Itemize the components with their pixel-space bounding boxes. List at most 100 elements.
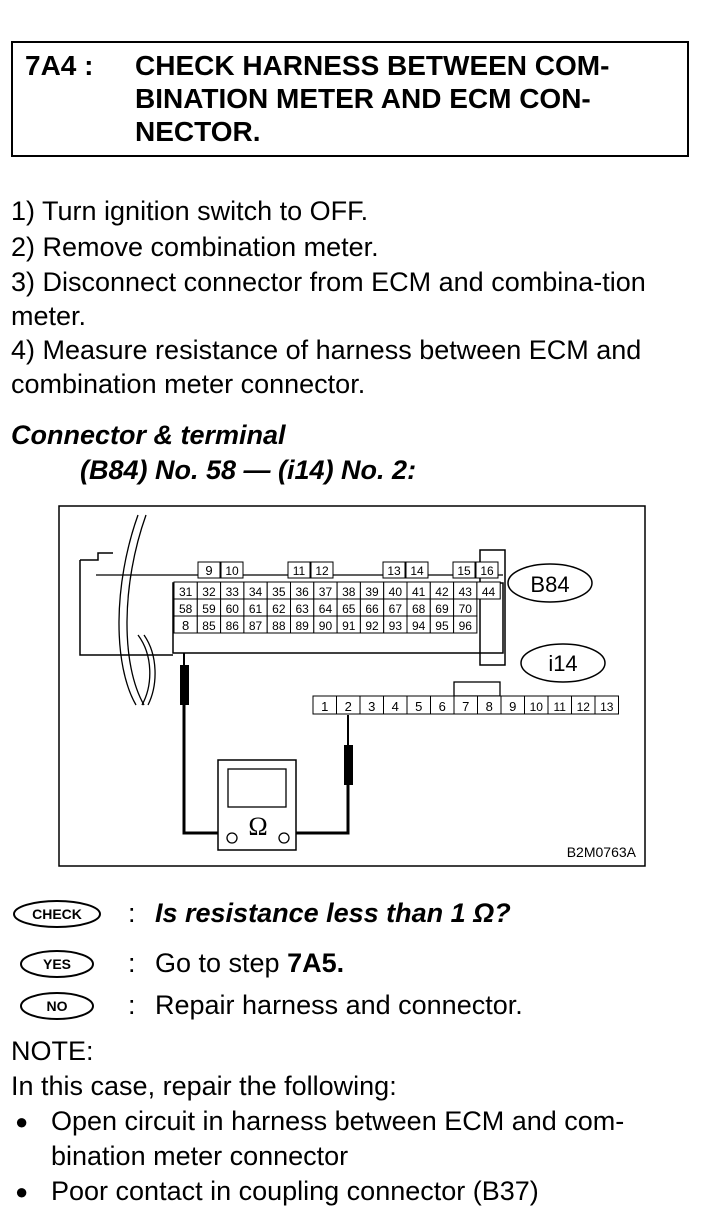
svg-text:61: 61 — [249, 602, 263, 616]
svg-text:94: 94 — [412, 619, 426, 633]
connector-spec: (B84) No. 58 — (i14) No. 2: — [80, 455, 417, 485]
probe-b84 — [180, 665, 189, 705]
svg-text:37: 37 — [319, 585, 333, 599]
svg-text:13: 13 — [600, 700, 614, 714]
no-text: Repair harness and connector. — [155, 990, 523, 1020]
i14-terminal: 4 — [383, 695, 408, 715]
svg-text:15: 15 — [457, 564, 471, 578]
i14-terminal: 9 — [500, 695, 525, 715]
check-colon: : — [128, 898, 136, 928]
i14-terminal: 1 — [312, 695, 337, 715]
b84-terminal: 8 — [173, 615, 198, 634]
b84-terminal: 38 — [336, 581, 361, 600]
check-badge-icon: CHECK — [13, 900, 101, 928]
b84-terminal: 68 — [406, 598, 431, 617]
b84-terminal: 89 — [290, 615, 315, 634]
step-3: 3) Disconnect connector from ECM and com… — [11, 267, 646, 331]
svg-text:41: 41 — [412, 585, 426, 599]
svg-text:39: 39 — [365, 585, 379, 599]
step-header-box: 7A4 : CHECK HARNESS BETWEEN COM- BINATIO… — [11, 41, 689, 157]
b84-terminal: 43 — [453, 581, 478, 600]
b84-terminal: 65 — [336, 598, 361, 617]
b84-terminal: 32 — [196, 581, 222, 600]
svg-text:63: 63 — [295, 602, 309, 616]
note-item: ● Open circuit in harness between ECM an… — [11, 1104, 695, 1174]
svg-text:60: 60 — [226, 602, 240, 616]
svg-text:8: 8 — [486, 699, 493, 714]
b84-terminal: 88 — [266, 615, 291, 634]
b84-terminal: 58 — [173, 598, 198, 617]
svg-text:44: 44 — [482, 585, 496, 599]
svg-text:3: 3 — [368, 699, 375, 714]
figure-code: B2M0763A — [567, 844, 637, 860]
svg-text:68: 68 — [412, 602, 426, 616]
b84-terminal: 92 — [359, 615, 385, 634]
b84-terminal: 60 — [220, 598, 245, 617]
no-colon: : — [128, 990, 136, 1020]
svg-text:96: 96 — [459, 619, 473, 633]
svg-text:62: 62 — [272, 602, 286, 616]
i14-label: i14 — [548, 651, 577, 676]
b84-terminal: 16 — [475, 561, 499, 579]
svg-text:14: 14 — [410, 564, 424, 578]
b84-terminal: 61 — [243, 598, 268, 617]
b84-terminal: 91 — [336, 615, 361, 634]
i14-terminal: 6 — [430, 695, 455, 715]
b84-terminal: 13 — [382, 561, 406, 579]
b84-terminal: 9 — [197, 561, 221, 579]
check-badge-label: CHECK — [32, 906, 82, 922]
svg-text:58: 58 — [179, 602, 193, 616]
bullet-icon: ● — [15, 1179, 29, 1204]
b84-terminal: 85 — [196, 615, 222, 634]
svg-text:6: 6 — [439, 699, 446, 714]
svg-text:5: 5 — [415, 699, 422, 714]
svg-text:89: 89 — [295, 619, 309, 633]
b84-terminal: 86 — [220, 615, 245, 634]
svg-text:87: 87 — [249, 619, 263, 633]
svg-text:59: 59 — [202, 602, 216, 616]
b84-terminal: 62 — [266, 598, 291, 617]
step-code: 7A4 : — [25, 50, 94, 81]
yes-prefix: Go to step — [155, 948, 288, 978]
svg-text:70: 70 — [459, 602, 473, 616]
b84-terminal: 64 — [313, 598, 338, 617]
yes-colon: : — [128, 948, 136, 978]
b84-terminal: 31 — [173, 581, 198, 600]
svg-text:93: 93 — [389, 619, 403, 633]
b84-terminal: 10 — [220, 561, 244, 579]
i14-terminal: 11 — [547, 695, 572, 715]
yes-step-link: 7A5 — [287, 948, 337, 978]
svg-text:32: 32 — [202, 585, 216, 599]
b84-terminal: 70 — [453, 598, 478, 617]
b84-terminal: 15 — [452, 561, 476, 579]
svg-text:91: 91 — [342, 619, 356, 633]
b84-terminal: 69 — [429, 598, 455, 617]
b84-terminal: 44 — [476, 581, 501, 600]
svg-text:8: 8 — [182, 618, 189, 633]
svg-text:34: 34 — [249, 585, 263, 599]
b84-terminal: 12 — [310, 561, 334, 579]
b84-terminal: 95 — [429, 615, 455, 634]
svg-text:9: 9 — [509, 699, 516, 714]
yes-badge-icon: YES — [20, 950, 94, 978]
svg-text:2: 2 — [345, 699, 352, 714]
svg-text:11: 11 — [293, 564, 306, 578]
svg-text:9: 9 — [205, 563, 212, 578]
procedure-steps: 1) Turn ignition switch to OFF. 2) Remov… — [11, 193, 695, 401]
b84-terminal: 96 — [453, 615, 478, 634]
svg-text:7: 7 — [462, 699, 469, 714]
svg-text:13: 13 — [387, 564, 401, 578]
note-item-text: Poor contact in coupling connector (B37) — [51, 1176, 539, 1206]
note-section: NOTE: In this case, repair the following… — [11, 1034, 695, 1209]
svg-text:31: 31 — [179, 585, 193, 599]
svg-text:4: 4 — [392, 699, 399, 714]
b84-terminal: 63 — [290, 598, 315, 617]
step-1: 1) Turn ignition switch to OFF. — [11, 196, 369, 226]
svg-text:69: 69 — [435, 602, 449, 616]
svg-text:86: 86 — [226, 619, 240, 633]
b84-terminal: 11 — [287, 561, 311, 579]
i14-terminal: 2 — [336, 695, 361, 715]
i14-terminal: 10 — [524, 695, 549, 715]
